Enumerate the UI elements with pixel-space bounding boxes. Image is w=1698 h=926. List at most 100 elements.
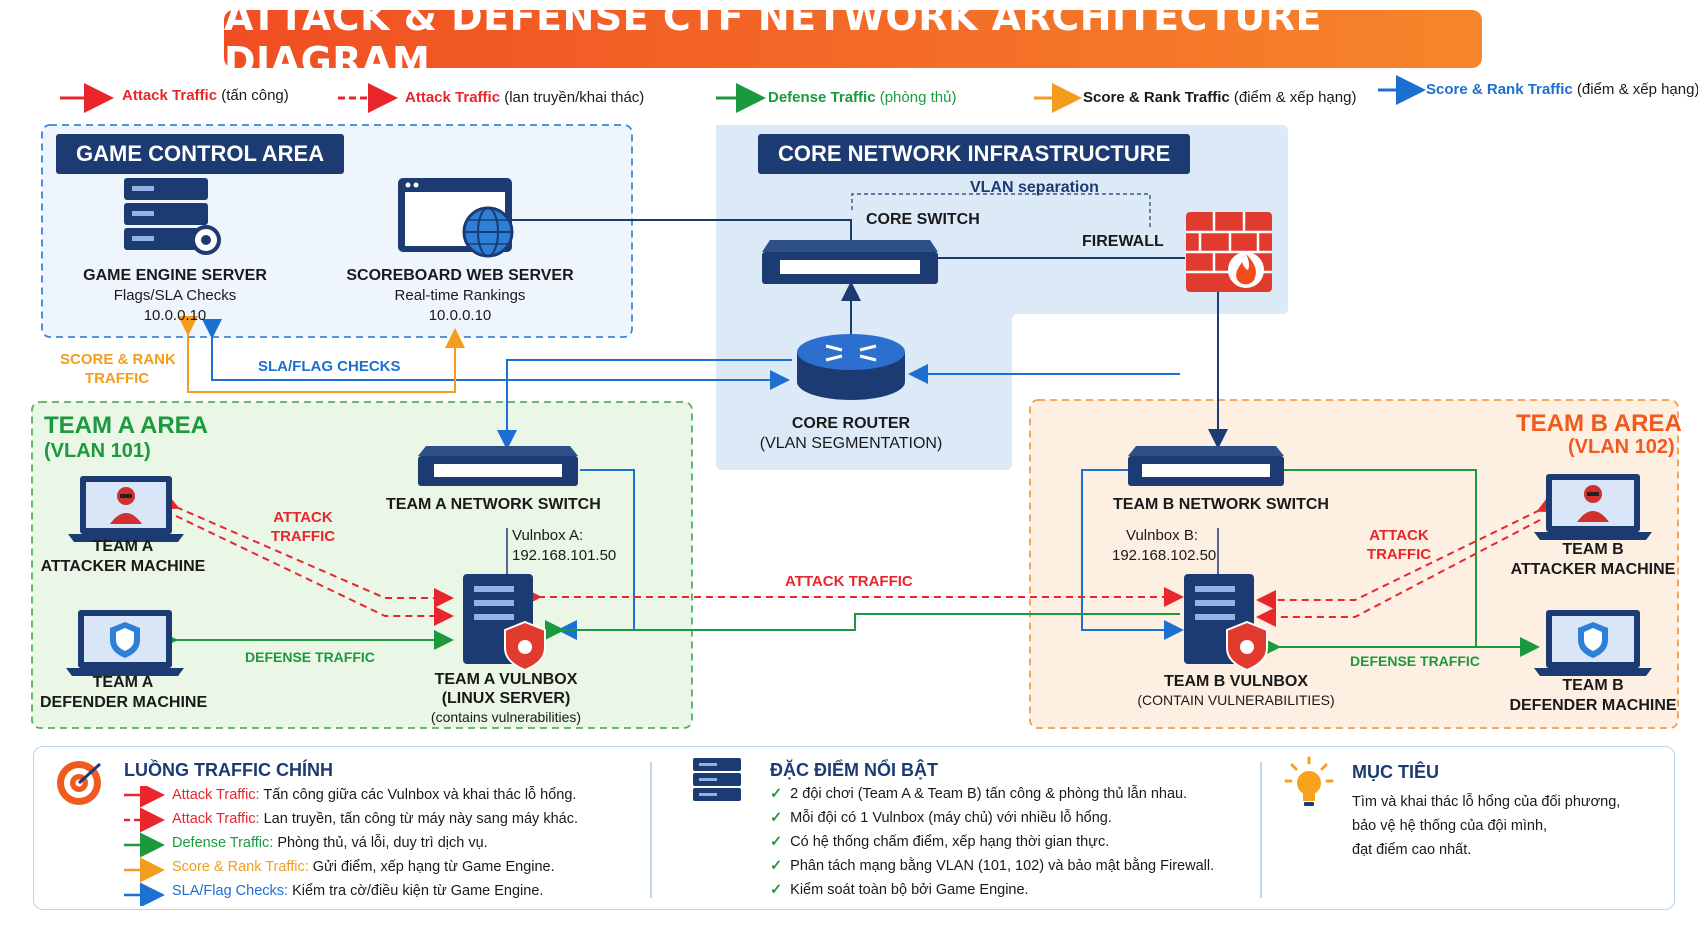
features-list: ✓2 đội chơi (Team A & Team B) tấn công &… bbox=[770, 782, 1214, 902]
traffic-heading: LUỒNG TRAFFIC CHÍNH bbox=[124, 760, 333, 780]
page-title: ATTACK & DEFENSE CTF NETWORK ARCHITECTUR… bbox=[224, 0, 1322, 83]
goal-heading: MỤC TIÊU bbox=[1352, 762, 1439, 782]
team-b-attack-label-1: ATTACK bbox=[1369, 527, 1429, 544]
game-engine-name: GAME ENGINE SERVER bbox=[83, 267, 267, 284]
goal-line: Tìm và khai thác lỗ hổng của đối phương, bbox=[1352, 794, 1621, 810]
attack-b-2 bbox=[1256, 519, 1541, 627]
sla-flag-label: SLA/FLAG CHECKS bbox=[258, 358, 401, 375]
team-a-vulnbox-2: (LINUX SERVER) bbox=[441, 690, 571, 707]
team-a-defender-1: TEAM A bbox=[92, 674, 154, 691]
game-engine-label: GAME ENGINE SERVER Flags/SLA Checks 10.0… bbox=[70, 266, 280, 326]
team-a-switch-label: TEAM A NETWORK SWITCH bbox=[386, 496, 601, 513]
feature-item: ✓Phân tách mạng bằng VLAN (101, 102) và … bbox=[770, 858, 1215, 874]
team-b-attacker-1: TEAM B bbox=[1562, 541, 1624, 558]
traffic-row: Attack Traffic: Lan truyền, tấn công từ … bbox=[172, 807, 578, 831]
team-a-attacker-label: TEAM A ATTACKER MACHINE bbox=[40, 537, 206, 577]
attack-b-1 bbox=[1256, 494, 1559, 610]
feature-text: 2 đội chơi (Team A & Team B) tấn công & … bbox=[790, 786, 1188, 802]
team-a-attack-label-1: ATTACK bbox=[273, 509, 333, 526]
feature-item: ✓Mỗi đội có 1 Vulnbox (máy chủ) với nhiề… bbox=[770, 810, 1112, 826]
legend-sla: Score & Rank Traffic (điểm & xếp hạng) bbox=[1426, 81, 1698, 98]
team-b-defender-2: DEFENDER MACHINE bbox=[1509, 697, 1677, 714]
goal-line: đạt điểm cao nhất. bbox=[1352, 842, 1472, 858]
traffic-row-text: Lan truyền, tấn công từ máy này sang máy… bbox=[263, 811, 578, 827]
link-teamb-switch-vulnbox bbox=[1081, 469, 1184, 640]
sla-flag-line bbox=[202, 319, 790, 390]
scoreboard-ip: 10.0.0.10 bbox=[428, 307, 492, 324]
legend-attack: Attack Traffic (tấn công) bbox=[122, 87, 289, 104]
score-rank-line bbox=[178, 316, 465, 393]
team-a-attacker-2: ATTACKER MACHINE bbox=[40, 558, 206, 575]
traffic-row: SLA/Flag Checks: Kiểm tra cờ/điều kiện t… bbox=[172, 879, 578, 903]
link-scoreboard-coreswitch bbox=[512, 219, 852, 240]
score-rank-label-2: TRAFFIC bbox=[84, 370, 150, 387]
team-b-vlan: (VLAN 102) bbox=[1568, 436, 1675, 458]
legend-attack-dashed: Attack Traffic (lan truyền/khai thác) bbox=[405, 89, 644, 106]
team-b-attacker-2: ATTACKER MACHINE bbox=[1510, 561, 1676, 578]
traffic-list: Attack Traffic: Tấn công giữa các Vulnbo… bbox=[172, 783, 578, 903]
team-a-title: TEAM A AREA bbox=[44, 412, 208, 439]
team-a-vulnbox-name: TEAM A VULNBOX (LINUX SERVER) (contains … bbox=[386, 670, 626, 727]
firewall-label: FIREWALL bbox=[1082, 233, 1164, 250]
scoreboard-web-server-icon bbox=[398, 178, 514, 258]
core-router-icon bbox=[797, 334, 905, 400]
team-b-title: TEAM B AREA bbox=[1516, 410, 1682, 437]
scoreboard-name: SCOREBOARD WEB SERVER bbox=[346, 267, 574, 284]
scoreboard-desc: Real-time Rankings bbox=[394, 287, 526, 304]
team-a-defender-label: TEAM A DEFENDER MACHINE bbox=[40, 673, 208, 713]
team-a-vulnbox-1: TEAM A VULNBOX bbox=[434, 671, 578, 688]
team-b-vulnbox-2: (CONTAIN VULNERABILITIES) bbox=[1137, 692, 1335, 708]
game-engine-desc: Flags/SLA Checks bbox=[113, 287, 237, 304]
legend-defense: Defense Traffic (phòng thủ) bbox=[768, 89, 956, 106]
legend-sla-desc: (điểm & xếp hạng) bbox=[1576, 81, 1698, 98]
core-switch-icon bbox=[762, 240, 938, 284]
scoreboard-label: SCOREBOARD WEB SERVER Real-time Rankings… bbox=[340, 266, 580, 326]
feature-text: Kiểm soát toàn bộ bởi Game Engine. bbox=[790, 882, 1029, 898]
feature-item: ✓2 đội chơi (Team A & Team B) tấn công &… bbox=[770, 786, 1188, 802]
team-b-vulnbox-ip-block: Vulnbox B: 192.168.102.50 bbox=[1112, 526, 1216, 566]
firewall-icon bbox=[1186, 212, 1272, 292]
team-a-attacker-1: TEAM A bbox=[92, 538, 154, 555]
features-heading: ĐẶC ĐIỂM NỔI BẬT bbox=[770, 760, 938, 780]
traffic-row-text: Tấn công giữa các Vulnbox và khai thác l… bbox=[263, 787, 577, 803]
traffic-row-text: Kiểm tra cờ/điều kiện từ Game Engine. bbox=[292, 883, 544, 899]
team-a-defender-2: DEFENDER MACHINE bbox=[40, 694, 208, 711]
team-a-vlan: (VLAN 101) bbox=[44, 440, 151, 462]
game-engine-server-icon bbox=[124, 178, 221, 255]
feature-text: Có hệ thống chấm điểm, xếp hạng thời gia… bbox=[790, 834, 1110, 850]
traffic-row: Score & Rank Traffic: Gửi điểm, xếp hạng… bbox=[172, 855, 578, 879]
vlan-separation-label: VLAN separation bbox=[970, 179, 1099, 196]
info-panel bbox=[33, 746, 1675, 910]
team-a-vulnbox-3: (contains vulnerabilities) bbox=[430, 709, 582, 725]
traffic-legend-arrows bbox=[124, 786, 165, 906]
legend-attack-dashed-key: Attack Traffic bbox=[405, 89, 501, 106]
team-a-defense-label: DEFENSE TRAFFIC bbox=[245, 649, 375, 665]
team-a-vulnbox-label: Vulnbox A: bbox=[512, 527, 584, 544]
traffic-row-key: Score & Rank Traffic: bbox=[172, 859, 309, 875]
traffic-row-key: Defense Traffic: bbox=[172, 835, 274, 851]
core-router-label: CORE ROUTER (VLAN SEGMENTATION) bbox=[741, 414, 961, 454]
team-a-defender-laptop-icon bbox=[66, 610, 184, 676]
legend-score-desc: (điểm & xếp hạng) bbox=[1233, 89, 1357, 106]
team-a-vulnbox-ip-block: Vulnbox A: 192.168.101.50 bbox=[512, 526, 616, 566]
legend-attack-desc: (tấn công) bbox=[221, 87, 289, 104]
team-b-switch-label: TEAM B NETWORK SWITCH bbox=[1113, 496, 1329, 513]
divider bbox=[1260, 762, 1262, 898]
team-a-attacker-laptop-icon bbox=[68, 476, 184, 542]
legend-attack-key: Attack Traffic bbox=[122, 87, 218, 104]
game-engine-ip: 10.0.0.10 bbox=[143, 307, 207, 324]
team-b-vulnbox-label: Vulnbox B: bbox=[1126, 527, 1198, 544]
team-b-defender-1: TEAM B bbox=[1562, 677, 1624, 694]
team-b-defender-label: TEAM B DEFENDER MACHINE bbox=[1504, 676, 1682, 716]
traffic-row-text: Gửi điểm, xếp hạng từ Game Engine. bbox=[312, 859, 555, 875]
team-b-vulnbox-ip: 192.168.102.50 bbox=[1112, 547, 1217, 564]
mid-attack-label: ATTACK TRAFFIC bbox=[785, 573, 913, 590]
game-control-heading: GAME CONTROL AREA bbox=[56, 134, 345, 174]
score-rank-label: SCORE & RANK TRAFFIC bbox=[60, 350, 176, 388]
goal-line: bảo vệ hệ thống của đội mình, bbox=[1352, 818, 1548, 834]
legend-score-key: Score & Rank Traffic bbox=[1083, 89, 1230, 106]
legend-attack-dashed-desc: (lan truyền/khai thác) bbox=[504, 89, 645, 106]
feature-item: ✓Có hệ thống chấm điểm, xếp hạng thời gi… bbox=[770, 834, 1110, 850]
team-b-defender-laptop-icon bbox=[1534, 610, 1652, 676]
